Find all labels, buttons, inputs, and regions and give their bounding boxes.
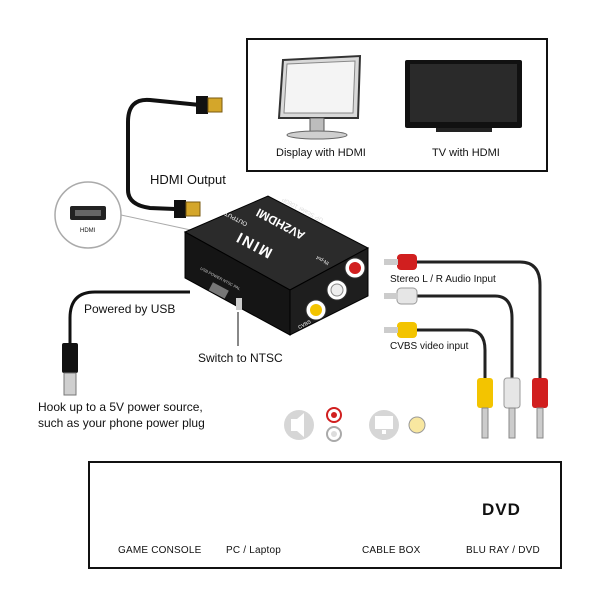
powered-by-usb-label: Powered by USB <box>84 302 176 316</box>
cable-box-label: CABLE BOX <box>362 545 421 556</box>
speaker-icon <box>284 410 314 440</box>
stereo-audio-input-label: Stereo L / R Audio Input <box>390 274 496 285</box>
hdmi-cable <box>126 96 223 218</box>
display-with-hdmi-label: Display with HDMI <box>276 147 366 159</box>
tv-with-hdmi-label: TV with HDMI <box>432 147 500 159</box>
video-jack-indicator <box>408 416 426 434</box>
supported-sources-panel <box>88 461 562 569</box>
game-console-label: GAME CONSOLE <box>118 545 202 556</box>
inset-port-label: HDMI <box>80 228 96 234</box>
switch-to-ntsc-label: Switch to NTSC <box>198 351 283 365</box>
video-monitor-icon <box>369 410 399 440</box>
power-note-line1: Hook up to a 5V power source, <box>38 400 203 414</box>
tv-icon <box>405 60 522 132</box>
monitor-icon <box>277 54 362 140</box>
cvbs-video-input-label: CVBS video input <box>390 341 469 352</box>
usb-cable <box>62 290 190 396</box>
audio-jack-indicators <box>326 407 342 442</box>
hdmi-port-inset <box>54 181 201 249</box>
av2hdmi-converter <box>183 195 370 336</box>
dvd-logo-text: DVD <box>482 500 521 519</box>
hdmi-output-label: HDMI Output <box>150 172 226 187</box>
bluray-dvd-label: BLU RAY / DVD <box>466 545 540 556</box>
power-note-line2: such as your phone power plug <box>38 416 205 430</box>
pc-laptop-label: PC / Laptop <box>226 545 282 556</box>
rca-cables <box>384 254 548 439</box>
